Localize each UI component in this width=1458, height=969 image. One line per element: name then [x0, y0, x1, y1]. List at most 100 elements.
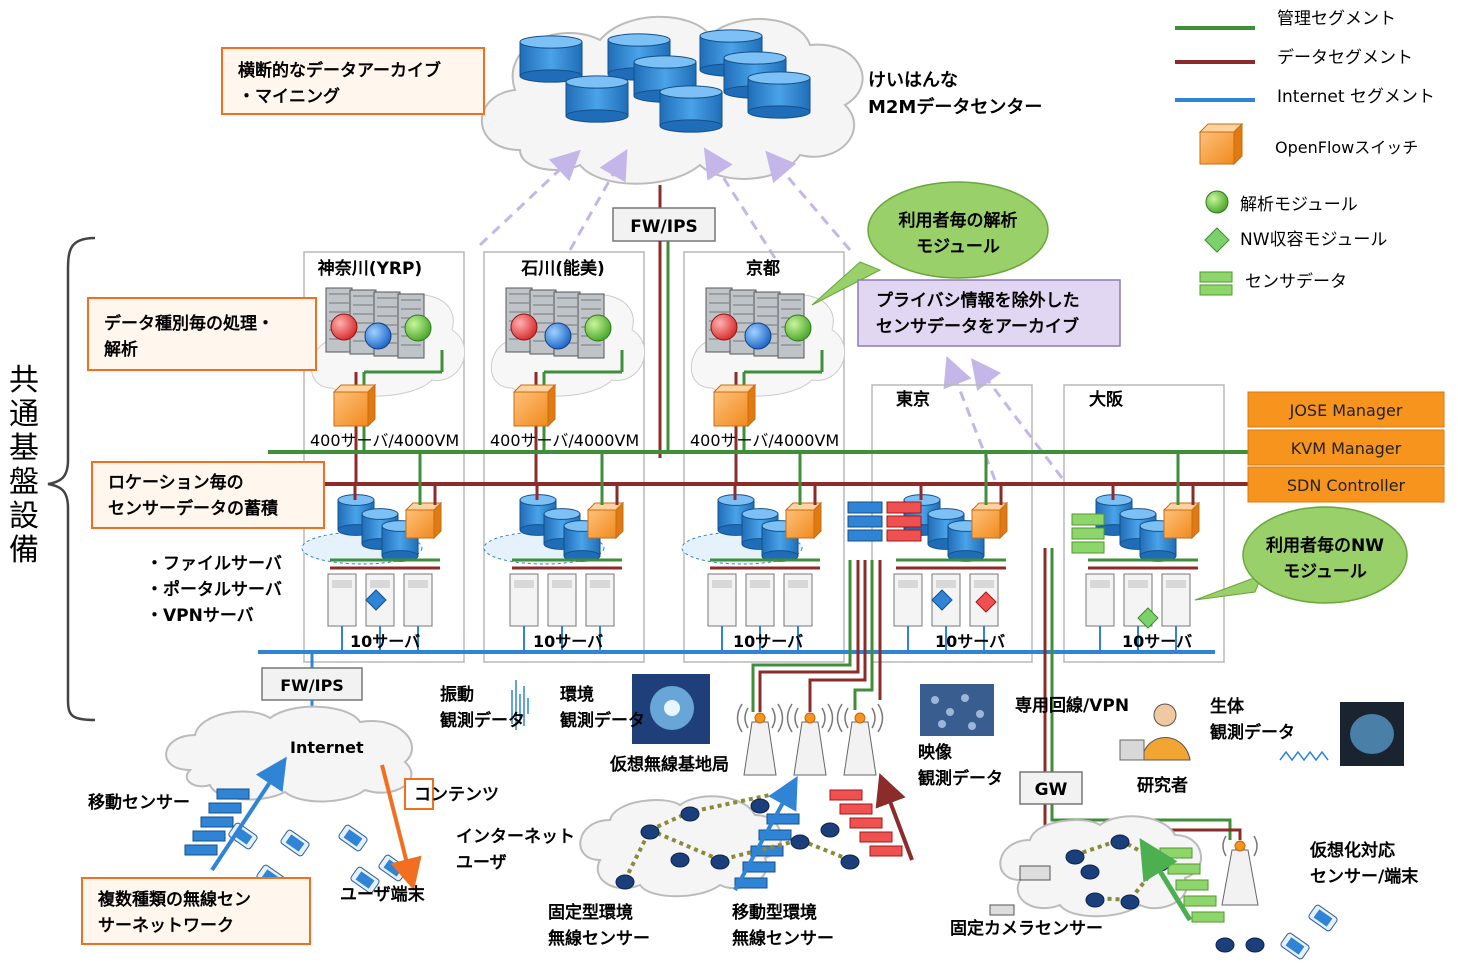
base-station-icon: [836, 703, 884, 776]
common-infra-label: 共通基盤設備: [9, 363, 39, 568]
sensor-node-icon: [670, 852, 690, 868]
camera-arrow: [1139, 837, 1193, 922]
vibration-label-2: 観測データ: [440, 710, 525, 731]
fixed-env-sensor-data: [829, 789, 903, 857]
environment-photo: [632, 674, 710, 744]
manager-sdn: SDN Controller: [1287, 476, 1406, 495]
legend-sensor-text: センサデータ: [1245, 271, 1347, 292]
datacenter-label-2: M2Mデータセンター: [868, 96, 1042, 118]
researcher-icon: [1119, 703, 1191, 761]
manager-kvm: KVM Manager: [1291, 439, 1402, 458]
dedicated-line-label: 専用回線/VPN: [1015, 695, 1129, 716]
archive-label-box: 横断的なデータアーカイブ ・マイニング: [221, 47, 485, 115]
mobile-env-sensor-data: [734, 813, 800, 889]
legend-internet-text: Internet セグメント: [1277, 87, 1435, 107]
video-label-2: 観測データ: [918, 768, 1003, 789]
sensor-node-icon: [1215, 937, 1235, 953]
callout-analysis: 利用者毎の解析 モジュール: [811, 181, 1049, 306]
sensor-node-icon: [1110, 834, 1130, 850]
mobile-env-label-2: 無線センサー: [732, 928, 834, 949]
legend-openflow-text: OpenFlowスイッチ: [1275, 138, 1418, 157]
internet-user-label-1: インターネット: [456, 827, 575, 847]
storage-icon: [747, 71, 811, 119]
base-station-icon: [1221, 835, 1259, 906]
osaka-small-count: 10サーバ: [1122, 632, 1192, 651]
storage-icon: [565, 75, 629, 123]
wireless-label-box: 複数種類の無線セン サーネットワーク: [81, 877, 311, 945]
kanagawa-rack-cluster: [310, 287, 466, 484]
analysis-module-red: [330, 313, 358, 341]
user-terminal-icon: [280, 829, 310, 857]
analysis-module-blue: [364, 322, 392, 350]
sensor-node-icon: [790, 834, 810, 850]
virt-sensor-label-2: センサー/端末: [1310, 866, 1419, 887]
fixed-env-label-1: 固定型環境: [548, 902, 633, 923]
sensor-node-icon: [1080, 864, 1100, 880]
legend-data-text: データセグメント: [1277, 47, 1413, 68]
kyoto-rack-cluster: [690, 287, 846, 484]
server-racks: [310, 287, 846, 484]
archive-label-line2: ・マイニング: [238, 86, 340, 107]
storage-label-line2: センサーデータの蓄積: [108, 498, 279, 519]
callout-privacy-line1: プライバシ情報を除外した: [876, 290, 1080, 311]
internet-label: Internet: [290, 738, 364, 757]
user-terminal-icon: [1308, 904, 1338, 932]
callout-privacy-line2: センサデータをアーカイブ: [876, 316, 1079, 337]
site-kanagawa: 神奈川(YRP): [318, 258, 422, 279]
openflow-switch-icon: [784, 501, 823, 540]
analysis-module-green: [784, 314, 812, 342]
legend-sensor-icon: [1199, 271, 1233, 296]
datacenter-storage-icons: [519, 29, 811, 133]
sensor-node-icon: [1065, 849, 1085, 865]
processing-label-line2: 解析: [104, 339, 138, 360]
sensor-node-icon: [840, 854, 860, 870]
sensor-node-icon: [1245, 937, 1265, 953]
legend-analysis-text: 解析モジュール: [1240, 195, 1358, 215]
analysis-module-blue: [744, 322, 772, 350]
managers: JOSE Manager KVM Manager SDN Controller: [1247, 391, 1445, 503]
ishikawa-server-count: 400サーバ/4000VM: [490, 431, 639, 450]
contents-label: コンテンツ: [414, 785, 499, 805]
callout-nw-line2: モジュール: [1283, 562, 1367, 582]
vibration-label-1: 振動: [440, 684, 474, 705]
servers-list-file: ・ファイルサーバ: [146, 554, 282, 574]
processing-label-box: データ種別毎の処理・ 解析: [87, 297, 317, 371]
tokyo-small-count: 10サーバ: [935, 632, 1005, 651]
video-label-1: 映像: [918, 742, 953, 763]
analysis-module-green: [584, 314, 612, 342]
storage-icon: [659, 85, 723, 133]
openflow-switch-icon: [712, 383, 757, 428]
sensor-node-icon: [615, 874, 635, 890]
storage-icon: [519, 35, 583, 83]
user-terminal-icon: [350, 866, 380, 894]
callout-analysis-line2: モジュール: [916, 237, 1000, 257]
wireless-label-line2: サーネットワーク: [98, 916, 234, 936]
tokyo-storage-cluster: [893, 452, 1009, 652]
wireless-label-line1: 複数種類の無線セン: [97, 889, 251, 910]
site-osaka: 大阪: [1089, 389, 1123, 410]
legend-mgmt-text: 管理セグメント: [1277, 9, 1396, 29]
user-terminal-icon: [1280, 932, 1310, 960]
fw-ips-bottom: FW/IPS: [261, 667, 363, 701]
virt-sensor-label-1: 仮想化対応: [1309, 840, 1395, 861]
servers-list: ・ファイルサーバ ・ポータルサーバ ・VPNサーバ: [146, 554, 282, 626]
internet-user-label-2: ユーザ: [456, 853, 507, 873]
site-kyoto: 京都: [746, 258, 780, 279]
kyoto-storage-cluster: [681, 452, 823, 652]
sensor-node-icon: [820, 822, 840, 838]
storage-label-line1: ロケーション毎の: [108, 472, 244, 493]
base-station-icon: [736, 703, 784, 776]
archive-label-line1: 横断的なデータアーカイブ: [238, 60, 441, 81]
analysis-module-red: [710, 313, 738, 341]
sensor-node-icon: [750, 798, 770, 814]
virtual-base-stations: [736, 703, 1259, 906]
video-photo: [920, 684, 994, 736]
fw-ips-top-label: FW/IPS: [630, 217, 698, 237]
openflow-switch-icon: [1162, 501, 1201, 540]
legend: 管理セグメント データセグメント Internet セグメント OpenFlow…: [1175, 9, 1435, 296]
user-terminal-icon: [338, 824, 368, 852]
legend-nw-icon: [1204, 227, 1230, 253]
kyoto-server-count: 400サーバ/4000VM: [690, 431, 839, 450]
